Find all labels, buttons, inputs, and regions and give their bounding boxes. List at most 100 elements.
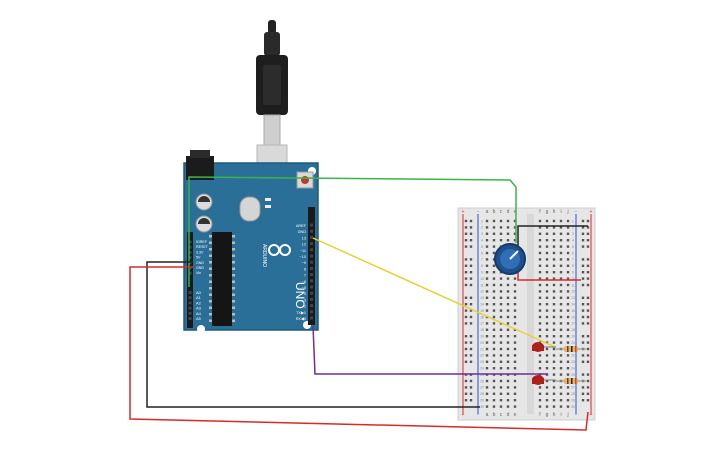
breadboard-hole[interactable] [559, 373, 563, 376]
breadboard-hole[interactable] [552, 315, 556, 319]
rail-hole[interactable] [581, 335, 585, 338]
breadboard-hole[interactable] [513, 341, 517, 344]
breadboard-hole[interactable] [559, 399, 563, 402]
breadboard-hole[interactable] [513, 392, 517, 395]
rail-hole[interactable] [464, 277, 468, 280]
breadboard-hole[interactable] [538, 309, 542, 312]
breadboard-hole[interactable] [566, 341, 570, 344]
breadboard-hole[interactable] [559, 296, 563, 299]
breadboard-hole[interactable] [499, 239, 503, 242]
rail-hole[interactable] [464, 341, 468, 344]
rail-hole[interactable] [586, 360, 590, 363]
breadboard-hole[interactable] [499, 315, 503, 319]
power-pin[interactable] [188, 266, 192, 270]
rail-hole[interactable] [469, 347, 473, 351]
breadboard-hole[interactable] [559, 245, 563, 248]
breadboard-hole[interactable] [545, 328, 549, 331]
power-pin[interactable] [188, 245, 192, 249]
breadboard-hole[interactable] [566, 405, 570, 408]
breadboard-hole[interactable] [506, 226, 510, 229]
breadboard-hole[interactable] [499, 219, 503, 223]
breadboard-hole[interactable] [545, 347, 549, 351]
breadboard-hole[interactable] [552, 258, 556, 261]
breadboard-hole[interactable] [506, 239, 510, 242]
resistor-2[interactable] [556, 378, 586, 384]
breadboard-hole[interactable] [485, 347, 489, 351]
breadboard-hole[interactable] [566, 283, 570, 287]
breadboard-hole[interactable] [552, 392, 556, 395]
rail-hole[interactable] [586, 392, 590, 395]
digital-pin[interactable] [310, 254, 313, 258]
breadboard-hole[interactable] [499, 392, 503, 395]
rail-hole[interactable] [586, 245, 590, 248]
wire-red-pot[interactable] [517, 270, 581, 281]
digital-pin[interactable] [310, 310, 313, 314]
breadboard-hole[interactable] [545, 239, 549, 242]
rail-hole[interactable] [469, 264, 473, 267]
power-pin[interactable] [188, 240, 192, 244]
breadboard-hole[interactable] [552, 245, 556, 248]
rail-hole[interactable] [464, 258, 468, 261]
breadboard-hole[interactable] [566, 258, 570, 261]
breadboard-hole[interactable] [513, 239, 517, 242]
breadboard-hole[interactable] [566, 219, 570, 223]
breadboard-hole[interactable] [492, 239, 496, 242]
breadboard-hole[interactable] [485, 354, 489, 357]
analog-pin[interactable] [188, 291, 192, 294]
breadboard-hole[interactable] [513, 399, 517, 402]
breadboard-hole[interactable] [506, 379, 510, 383]
rail-hole[interactable] [581, 226, 585, 229]
breadboard-hole[interactable] [513, 322, 517, 325]
breadboard-hole[interactable] [538, 290, 542, 293]
breadboard-hole[interactable] [499, 303, 503, 306]
rail-hole[interactable] [464, 239, 468, 242]
breadboard-hole[interactable] [506, 219, 510, 223]
rail-hole[interactable] [469, 226, 473, 229]
rail-hole[interactable] [469, 296, 473, 299]
wire-purple[interactable] [312, 325, 548, 375]
breadboard-hole[interactable] [485, 232, 489, 235]
rail-hole[interactable] [469, 283, 473, 287]
breadboard-hole[interactable] [552, 367, 556, 370]
rail-hole[interactable] [464, 309, 468, 312]
breadboard-hole[interactable] [492, 226, 496, 229]
rail-hole[interactable] [464, 264, 468, 267]
breadboard-hole[interactable] [552, 290, 556, 293]
breadboard-hole[interactable] [513, 405, 517, 408]
rail-hole[interactable] [581, 373, 585, 376]
power-pin[interactable] [188, 250, 192, 254]
breadboard-hole[interactable] [506, 386, 510, 389]
breadboard-hole[interactable] [559, 322, 563, 325]
breadboard-hole[interactable] [566, 309, 570, 312]
rail-hole[interactable] [586, 322, 590, 325]
breadboard-hole[interactable] [559, 271, 563, 274]
breadboard-hole[interactable] [559, 303, 563, 306]
breadboard-hole[interactable] [545, 309, 549, 312]
breadboard-hole[interactable] [545, 226, 549, 229]
breadboard-hole[interactable] [559, 405, 563, 408]
breadboard-hole[interactable] [513, 219, 517, 223]
breadboard-hole[interactable] [566, 290, 570, 293]
breadboard-hole[interactable] [485, 296, 489, 299]
rail-hole[interactable] [469, 335, 473, 338]
digital-pin[interactable] [310, 235, 313, 239]
breadboard-hole[interactable] [566, 322, 570, 325]
breadboard-hole[interactable] [538, 367, 542, 370]
breadboard-hole[interactable] [492, 277, 496, 280]
rail-hole[interactable] [586, 239, 590, 242]
breadboard-hole[interactable] [545, 264, 549, 267]
breadboard-hole[interactable] [485, 367, 489, 370]
rail-hole[interactable] [464, 386, 468, 389]
rail-hole[interactable] [581, 283, 585, 287]
breadboard-hole[interactable] [485, 219, 489, 223]
rail-hole[interactable] [469, 258, 473, 261]
digital-pin[interactable] [310, 248, 313, 252]
breadboard-hole[interactable] [552, 354, 556, 357]
breadboard-hole[interactable] [499, 277, 503, 280]
breadboard-hole[interactable] [545, 245, 549, 248]
wire-green[interactable] [188, 176, 517, 287]
rail-hole[interactable] [469, 379, 473, 383]
breadboard-hole[interactable] [552, 303, 556, 306]
breadboard-hole[interactable] [492, 245, 496, 248]
